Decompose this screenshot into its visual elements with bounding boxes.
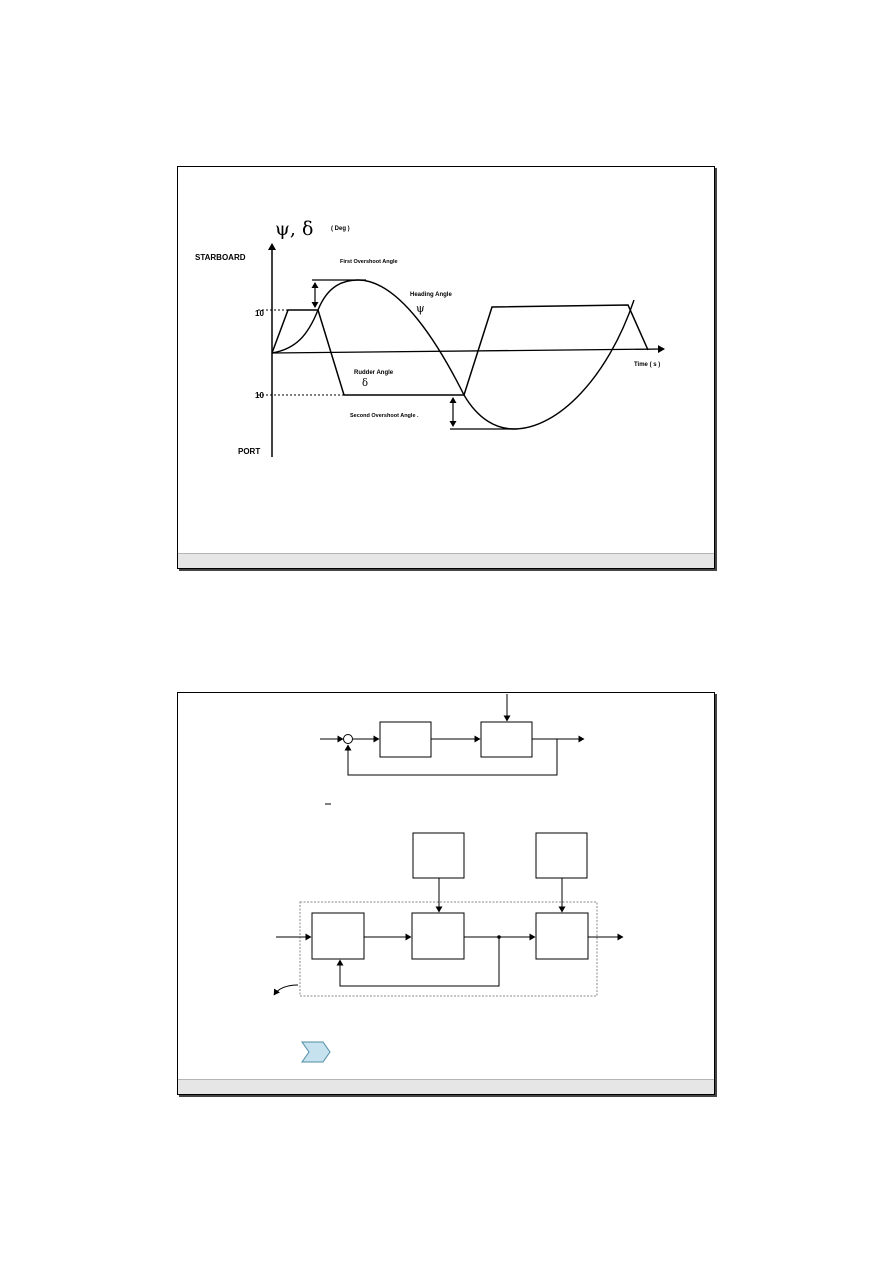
dashed-subsystem-box (299, 901, 598, 997)
rudder-symbol: δ (362, 378, 368, 389)
second-overshoot-label: Second Overshoot Angle . (350, 413, 419, 419)
axis-symbols: ψ, δ (275, 218, 313, 240)
upper-level-label: 10 (255, 309, 264, 318)
first-overshoot-label: First Overshoot Angle (340, 259, 398, 265)
block-diagram (273, 694, 624, 1063)
rudder-angle-label: Rudder Angle (354, 370, 394, 376)
controller-block (379, 721, 432, 758)
slide-footer-bar (178, 553, 714, 568)
time-label: Time ( s ) (634, 362, 660, 368)
curved-pointer-arrow (273, 984, 299, 996)
starboard-label: STARBOARD (195, 253, 246, 262)
slide-footer-bar (178, 1079, 714, 1094)
chevron-arrow-icon (301, 1041, 331, 1063)
heading-symbol: ψ (416, 302, 425, 315)
slide-block-diagrams (177, 692, 715, 1095)
time-axis (271, 345, 665, 354)
lower-feedback-path (336, 937, 500, 987)
plant-block (480, 721, 533, 758)
lower-right-block (535, 912, 589, 960)
lower-middle-block (411, 912, 465, 960)
slide-zigzag-figure: ψ, δ ( Deg ) STARBOARD PORT 10 10 First … (177, 166, 715, 569)
upper-left-block (412, 832, 465, 879)
zigzag-diagram: ψ, δ ( Deg ) STARBOARD PORT 10 10 First … (195, 218, 665, 457)
upper-right-block (535, 832, 588, 879)
top-feedback-path (344, 739, 558, 776)
lower-left-block (311, 912, 365, 960)
port-label: PORT (238, 447, 260, 456)
heading-angle-label: Heading Angle (410, 292, 452, 298)
axis-unit: ( Deg ) (331, 226, 350, 232)
summing-junction (343, 734, 353, 744)
heading-angle-curve (271, 279, 635, 430)
rudder-angle-curve (271, 304, 649, 396)
